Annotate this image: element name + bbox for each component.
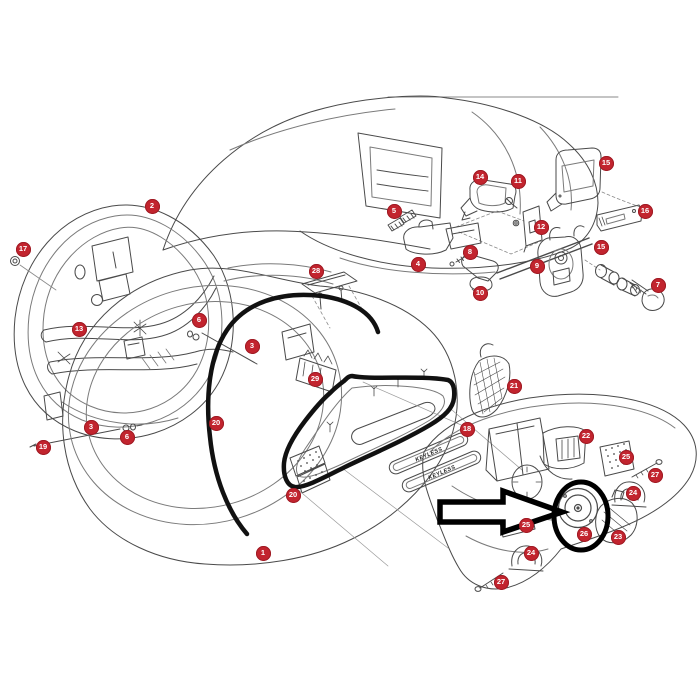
callout-26: 26 — [576, 526, 592, 542]
screw-posts — [326, 368, 428, 433]
callout-16: 16 — [637, 203, 653, 219]
opening-inner-line — [296, 385, 445, 478]
callout-27: 27 — [493, 574, 509, 590]
callout-15: 15 — [598, 155, 614, 171]
callout-24: 24 — [625, 485, 641, 501]
ring-17 — [10, 256, 57, 291]
callout-19: 19 — [35, 439, 51, 455]
projection-lines — [295, 381, 523, 567]
latch-22 — [539, 426, 587, 480]
lid-drawing — [10, 204, 258, 448]
top-case-drawing — [162, 95, 599, 275]
callout-3: 3 — [83, 419, 99, 435]
screw-11 — [505, 197, 518, 209]
callout-29: 29 — [307, 371, 323, 387]
springs-5 — [387, 209, 417, 232]
callout-5: 5 — [386, 203, 402, 219]
lock-mechanism-drawing — [387, 147, 665, 311]
lid-bracket-13 — [40, 275, 234, 375]
callout-23: 23 — [610, 529, 626, 545]
callout-7: 7 — [650, 277, 666, 293]
rods-9 — [496, 237, 593, 280]
highlight-ellipse — [551, 479, 611, 553]
callout-3: 3 — [244, 338, 260, 354]
callout-18: 18 — [459, 421, 475, 437]
callout-14: 14 — [472, 169, 488, 185]
callout-27: 27 — [647, 467, 663, 483]
callout-1: 1 — [255, 545, 271, 561]
callout-20: 20 — [208, 415, 224, 431]
latch-keeper-29 — [281, 323, 337, 393]
mesh-piece-21 — [469, 343, 511, 418]
callout-4: 4 — [410, 256, 426, 272]
callout-21: 21 — [506, 378, 522, 394]
callout-20: 20 — [285, 487, 301, 503]
slider-4 — [403, 219, 482, 255]
callout-9: 9 — [529, 258, 545, 274]
strip-16 — [596, 204, 643, 232]
lock-housing-15 — [537, 225, 585, 297]
screw-27a — [631, 459, 663, 479]
callout-8: 8 — [462, 244, 478, 260]
lid-rod-3 — [187, 330, 258, 365]
callout-25: 25 — [618, 449, 634, 465]
callout-15: 15 — [593, 239, 609, 255]
handle-bar — [351, 401, 436, 445]
callout-22: 22 — [578, 428, 594, 444]
cover-plate-15 — [546, 147, 602, 212]
callout-24: 24 — [523, 545, 539, 561]
callout-25: 25 — [518, 517, 534, 533]
callout-10: 10 — [472, 285, 488, 301]
callout-17: 17 — [15, 241, 31, 257]
callout-12: 12 — [533, 219, 549, 235]
callout-2: 2 — [144, 198, 160, 214]
callout-28: 28 — [308, 263, 324, 279]
callout-11: 11 — [510, 173, 526, 189]
callout-6: 6 — [119, 429, 135, 445]
gasket-outline — [205, 292, 457, 537]
callout-13: 13 — [71, 321, 87, 337]
callout-6: 6 — [191, 312, 207, 328]
